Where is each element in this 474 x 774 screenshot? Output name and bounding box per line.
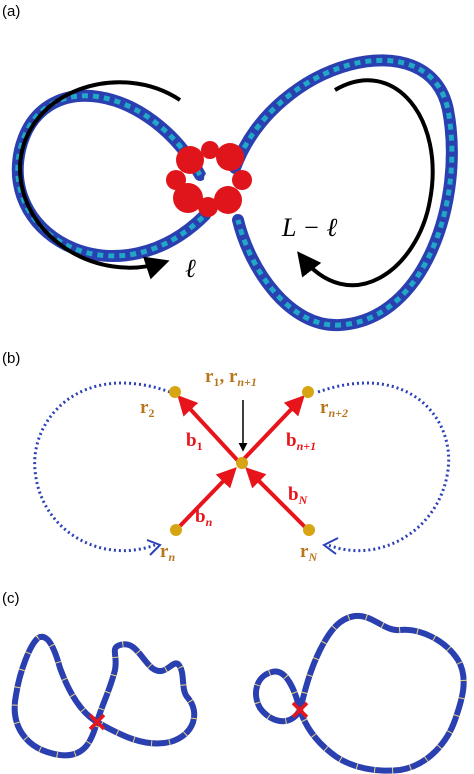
chain-left-config xyxy=(11,633,198,759)
label-r2: r2 xyxy=(140,397,154,420)
small-loop-arrow xyxy=(17,80,182,280)
left-dotted-loop xyxy=(33,381,171,553)
node-r2 xyxy=(169,386,181,398)
center-position-label: r1, rn+1 xyxy=(205,366,257,389)
label-bn1: bn+1 xyxy=(286,430,316,453)
label-b1: b1 xyxy=(186,430,203,453)
right-dotted-loop xyxy=(317,381,451,553)
label-rn2: rn+2 xyxy=(320,397,348,420)
bond-b1 xyxy=(177,395,242,465)
panel-b: (b) r1, rn+1 r2 rn+2 rn rN b1 bn+1 bn bN xyxy=(2,350,451,564)
large-loop-length-label: L − ℓ xyxy=(281,213,338,242)
panel-a-label: (a) xyxy=(2,3,20,20)
left-loop-chevron xyxy=(146,539,162,556)
cross-right xyxy=(291,701,309,719)
dna-small-loop xyxy=(11,89,211,262)
panel-a: (a) ℓ L − ℓ xyxy=(2,3,458,332)
node-rn2 xyxy=(302,386,314,398)
dna-large-loop xyxy=(229,54,458,332)
label-rn: rn xyxy=(160,541,175,564)
protein-complex xyxy=(166,141,252,217)
large-loop-arrow xyxy=(297,78,435,288)
bond-bn1 xyxy=(238,395,305,465)
panel-c: (c) xyxy=(2,590,467,774)
panel-c-label: (c) xyxy=(2,590,20,607)
label-rN: rN xyxy=(300,541,318,564)
bond-bn xyxy=(176,467,237,530)
bond-bN xyxy=(245,467,308,530)
chain-right-config xyxy=(253,612,467,774)
small-loop-length-label: ℓ xyxy=(185,254,196,283)
right-loop-chevron xyxy=(322,537,339,555)
node-rn xyxy=(170,524,182,536)
panel-b-label: (b) xyxy=(2,350,20,367)
node-center xyxy=(236,457,248,469)
node-rN xyxy=(303,524,315,536)
label-bN: bN xyxy=(288,484,309,507)
label-bn: bn xyxy=(195,506,213,529)
cross-left xyxy=(88,713,106,731)
chain-left-joints xyxy=(11,633,198,759)
